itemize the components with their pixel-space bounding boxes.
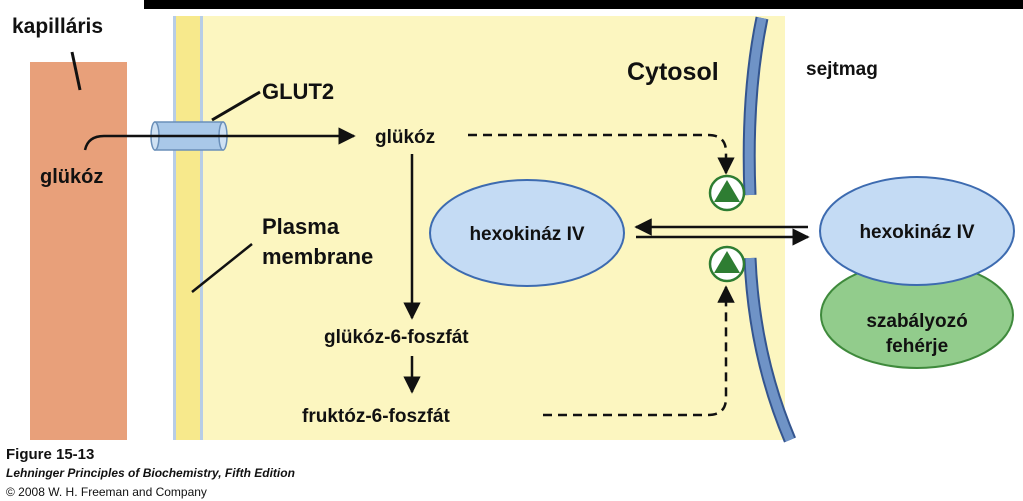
capillary-pointer: [70, 51, 82, 91]
figure-copyright: © 2008 W. H. Freeman and Company: [6, 485, 207, 499]
top-band: [0, 0, 1023, 9]
glut2-pointer: [211, 90, 261, 122]
figure-source-book: Lehninger Principles of Biochemistry, Fi…: [6, 466, 295, 480]
plasma-membrane: [173, 16, 203, 440]
plasma-membrane-label-line2: membrane: [262, 244, 373, 269]
glucose-blood-label: glükóz: [40, 166, 103, 188]
g6p-label: glükóz-6-foszfát: [324, 327, 469, 348]
activator-upper-icon: [708, 174, 746, 212]
nucleus-label: sejtmag: [806, 59, 878, 80]
plasma-membrane-label-line1: Plasma: [262, 214, 340, 239]
glucose-activation-dashed-arrow: [468, 133, 735, 175]
regulatory-protein-label-line1: szabályozó: [866, 311, 967, 332]
hexokinase-cytosol-label: hexokináz IV: [469, 224, 584, 245]
hexokinase-nucleus-label: hexokináz IV: [859, 222, 974, 243]
regulatory-protein-label-line2: fehérje: [886, 336, 948, 357]
capillary-label: kapilláris: [12, 15, 103, 38]
capillary-label-box: [0, 0, 144, 44]
hexokinase-cytosol: [429, 179, 625, 287]
glut2-label: GLUT2: [262, 79, 334, 104]
plasma-membrane-pointer: [191, 243, 253, 293]
hexokinase-nucleus: [819, 176, 1015, 286]
cytosol-label: Cytosol: [627, 58, 719, 86]
activator-lower-icon: [708, 245, 746, 283]
f6p-activation-dashed-arrow: [543, 285, 735, 417]
figure-number: Figure 15-13: [6, 446, 95, 463]
capillary: [30, 62, 127, 440]
glucose-transport-arrow: [83, 127, 356, 151]
glucose-cytosol-label: glükóz: [375, 127, 435, 148]
f6p-label: fruktóz-6-foszfát: [302, 406, 450, 427]
